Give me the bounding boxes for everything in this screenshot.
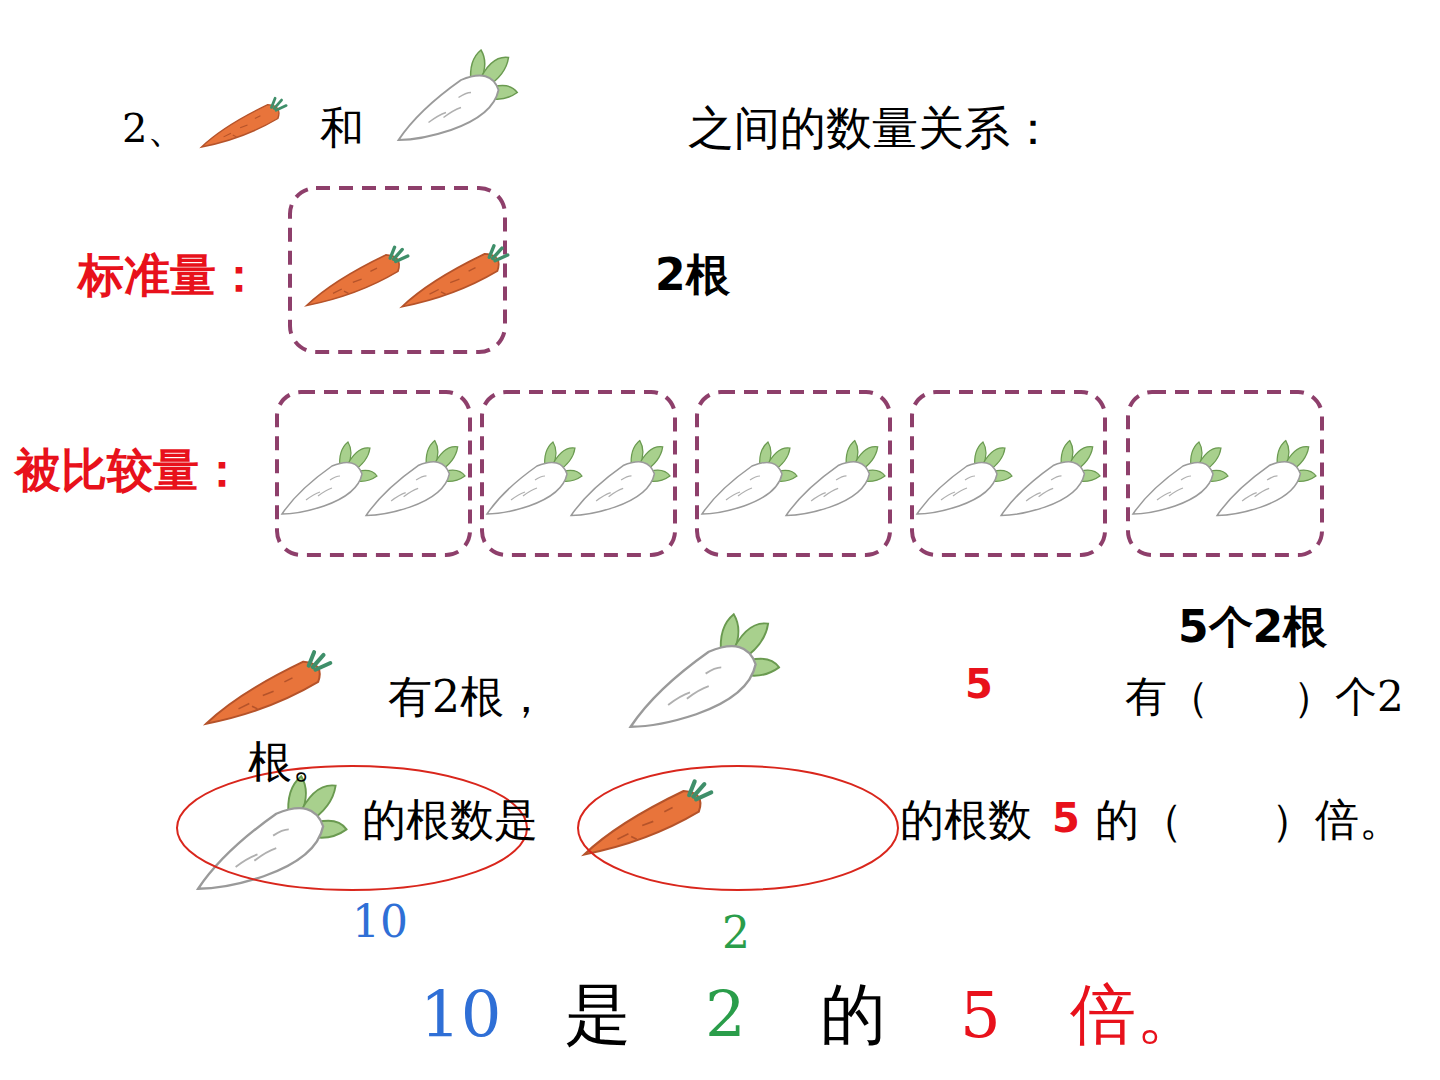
radish-icon	[198, 776, 346, 889]
carrot-icon	[584, 781, 711, 854]
conclusion-text: 是	[565, 982, 631, 1048]
heading-text: 之间的数量关系：	[688, 105, 1056, 151]
conclusion-number: 10	[420, 983, 501, 1047]
heading-text: 2、	[122, 108, 187, 148]
conclusion-text: 的	[820, 982, 886, 1048]
carrot-icon	[307, 247, 408, 305]
quantity-text: 5个2根	[1178, 605, 1327, 649]
carrot-icon	[402, 246, 508, 307]
sentence-text: 的根数是	[362, 798, 538, 842]
radish-icon	[399, 50, 518, 140]
sentence-text: 根。	[248, 740, 336, 784]
heading-text: 和	[320, 106, 364, 150]
sentence-text: 的根数	[900, 798, 1032, 842]
conclusion-number: 2	[705, 983, 746, 1047]
answer-number: 5	[1052, 798, 1080, 838]
sentence-text: 有（ ）个2	[1125, 676, 1404, 718]
row-label: 被比较量：	[15, 447, 245, 493]
answer-number: 5	[965, 664, 993, 704]
sentence-text: 的（ ）倍。	[1095, 798, 1403, 842]
quantity-text: 2根	[655, 253, 730, 297]
count-number: 10	[352, 900, 408, 944]
count-number: 2	[722, 911, 750, 955]
radish-groups	[277, 392, 1322, 555]
carrot-icon	[206, 652, 330, 724]
conclusion-text: 倍。	[1070, 982, 1202, 1048]
sentence-text: 有2根，	[388, 675, 548, 719]
highlight-ellipse	[578, 766, 898, 890]
radish-icon	[631, 614, 779, 727]
row-label: 标准量：	[78, 252, 262, 298]
carrot-icon	[202, 98, 287, 147]
conclusion-number: 5	[960, 983, 1001, 1047]
